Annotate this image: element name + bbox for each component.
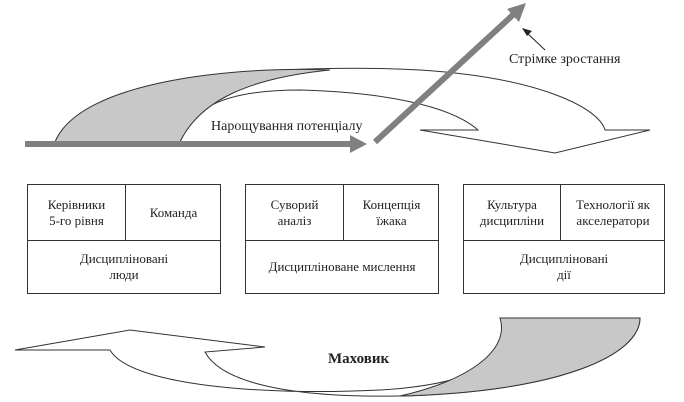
- technology-accelerators-cell: Технології як акселератори: [576, 196, 650, 228]
- upper-curve-shading: [54, 68, 331, 143]
- rigorous-analysis-cell: Суворий аналіз: [270, 196, 319, 228]
- disciplined-people-cell: Дисципліновані люди: [79, 251, 169, 282]
- growth-arrow-head: [507, 3, 526, 22]
- growth-pointer-line: [525, 31, 546, 51]
- thinking-box: Суворий аналіз Концепція їжака Дисциплін…: [245, 184, 439, 294]
- team-cell: Команда: [149, 204, 198, 220]
- level-five-leaders-cell: Керівники 5-го рівня: [47, 196, 106, 228]
- growth-pointer-head: [522, 28, 532, 36]
- lower-curve-shading: [399, 317, 641, 397]
- culture-of-discipline-cell: Культура дисципліни: [479, 196, 545, 228]
- flywheel-label: Маховик: [328, 351, 390, 367]
- growth-arrow-shaft: [372, 10, 518, 145]
- disciplined-thinking-cell: Дисципліноване мислення: [268, 259, 416, 274]
- people-box: Керівники 5-го рівня Команда Дисциплінов…: [27, 184, 221, 294]
- action-box: Культура дисципліни Технології як акселе…: [463, 184, 665, 294]
- potential-arrow-head: [350, 135, 367, 153]
- hedgehog-concept-cell: Концепція їжака: [362, 196, 421, 228]
- disciplined-action-cell: Дисципліновані дії: [519, 251, 609, 282]
- growth-label: Стрімке зростання: [509, 52, 621, 67]
- potential-label: Нарощування потенціалу: [211, 119, 363, 134]
